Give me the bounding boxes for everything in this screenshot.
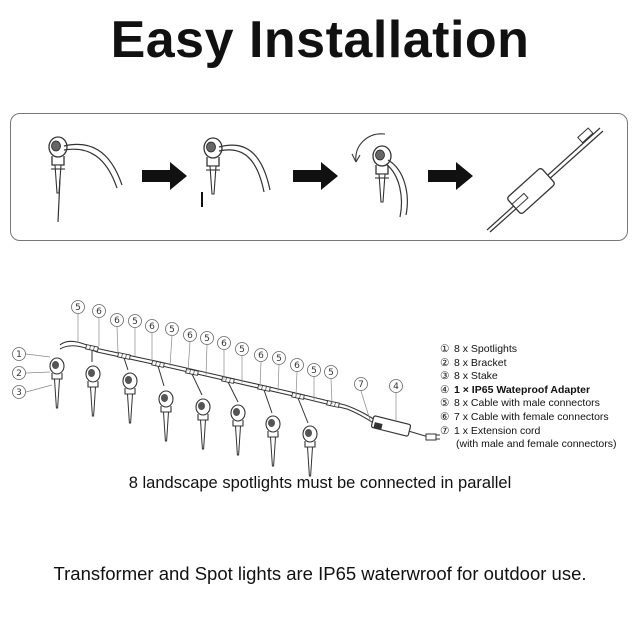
legend-item: ③ 8 x Stake bbox=[440, 370, 640, 384]
step-4-illustration bbox=[486, 127, 604, 233]
arrow-icon bbox=[293, 162, 338, 190]
callout-circle bbox=[165, 322, 179, 336]
callout-number: 6 bbox=[187, 331, 193, 341]
callout-number: 5 bbox=[276, 354, 282, 364]
step-1-illustration bbox=[48, 136, 123, 223]
legend-number: ⑤ bbox=[440, 397, 450, 410]
installation-steps-panel bbox=[10, 113, 628, 241]
callout-circle bbox=[235, 342, 249, 356]
legend-text: 8 x Cable with male connectors bbox=[454, 397, 600, 410]
step-3-illustration bbox=[351, 133, 408, 218]
callout-number: 6 bbox=[221, 339, 227, 349]
callout-number: 5 bbox=[169, 325, 175, 335]
legend-item: ⑤ 8 x Cable with male connectors bbox=[440, 397, 640, 411]
legend-text: 1 x Extension cord bbox=[454, 424, 541, 437]
callout-circle bbox=[200, 331, 214, 345]
callout-leaders bbox=[25, 314, 397, 421]
legend-text: 1 × IP65 Wateproof Adapter bbox=[454, 383, 591, 396]
callout-number: 4 bbox=[393, 382, 399, 392]
callout-number: 6 bbox=[258, 351, 264, 361]
legend-item: ② 8 x Bracket bbox=[440, 357, 640, 371]
legend-item: (with male and female connectors) bbox=[440, 438, 640, 452]
callout-number: 6 bbox=[149, 322, 155, 332]
callout-number: 5 bbox=[239, 345, 245, 355]
parallel-layout-illustration bbox=[49, 340, 440, 477]
callout-circle bbox=[12, 385, 26, 399]
callout-circle bbox=[12, 366, 26, 380]
callout-number: 5 bbox=[311, 366, 317, 376]
callout-circle bbox=[92, 304, 106, 318]
callout-circle bbox=[71, 300, 85, 314]
legend-text: (with male and female connectors) bbox=[456, 438, 617, 451]
callout-number: 6 bbox=[114, 316, 120, 326]
callout-circle bbox=[12, 347, 26, 361]
legend-item: ① 8 x Spotlights bbox=[440, 343, 640, 357]
callout-circle bbox=[145, 319, 159, 333]
callout-number: 5 bbox=[204, 334, 210, 344]
legend-text: 8 x Bracket bbox=[454, 356, 507, 369]
callout-circle bbox=[272, 351, 286, 365]
callout-number: 5 bbox=[132, 317, 138, 327]
callout-number: 2 bbox=[16, 369, 22, 379]
legend-number: ③ bbox=[440, 370, 450, 383]
callout-number: 5 bbox=[328, 368, 334, 378]
arrow-icon bbox=[142, 162, 187, 190]
step-2-illustration bbox=[201, 137, 271, 207]
callout-circle bbox=[183, 328, 197, 342]
legend-item: ⑦ 1 x Extension cord bbox=[440, 425, 640, 439]
legend-item: ④ 1 × IP65 Wateproof Adapter bbox=[440, 384, 640, 398]
callout-circle bbox=[354, 377, 368, 391]
legend-text: 8 x Spotlights bbox=[454, 343, 518, 355]
callout-numbers: 1 2 3 5 6 6 5 6 5 6 5 6 5 6 5 6 5 7 4 5 bbox=[12, 300, 403, 399]
parts-legend: ① 8 x Spotlights ② 8 x Bracket ③ 8 x Stake ④ 1 … bbox=[440, 343, 640, 452]
legend-text: 8 x Stake bbox=[454, 370, 498, 383]
callout-circle bbox=[307, 363, 321, 377]
legend-item: ⑥ 7 x Cable with female connectors bbox=[440, 411, 640, 425]
legend-number: ⑦ bbox=[440, 424, 450, 437]
callout-number: 7 bbox=[358, 380, 364, 390]
arrow-icon bbox=[428, 162, 473, 190]
legend-number: ② bbox=[440, 356, 450, 369]
page-title: Easy Installation bbox=[110, 11, 530, 69]
callout-number: 6 bbox=[96, 307, 102, 317]
callout-circle bbox=[290, 358, 304, 372]
callout-circle bbox=[389, 379, 403, 393]
legend-number: ⑥ bbox=[440, 410, 450, 423]
callout-circle bbox=[324, 365, 338, 379]
callout-circle bbox=[110, 313, 124, 327]
callout-number: 5 bbox=[75, 303, 81, 313]
callout-number: 6 bbox=[294, 361, 300, 371]
callout-circle bbox=[128, 314, 142, 328]
parallel-note: 8 landscape spotlights must be connected… bbox=[128, 474, 512, 492]
legend-text: 7 x Cable with female connectors bbox=[454, 410, 609, 423]
callout-number: 1 bbox=[16, 350, 22, 360]
legend-number: ① bbox=[440, 343, 450, 355]
callout-circle bbox=[217, 336, 231, 350]
callout-number: 3 bbox=[16, 388, 22, 398]
legend-number: ④ bbox=[440, 383, 450, 396]
callout-circle bbox=[254, 348, 268, 362]
waterproof-note: Transformer and Spot lights are IP65 wat… bbox=[53, 563, 587, 584]
